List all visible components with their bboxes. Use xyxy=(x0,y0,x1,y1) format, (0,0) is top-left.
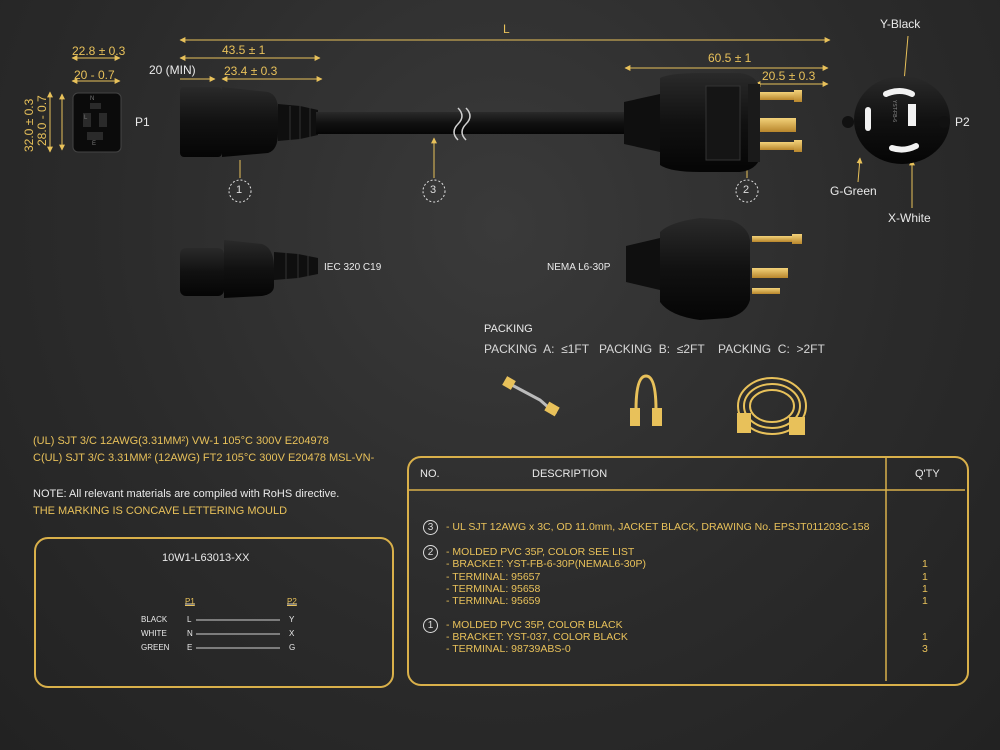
callout-3-circle xyxy=(422,179,446,203)
table-row: - TERMINAL: 95658 xyxy=(446,583,541,595)
packing-title: PACKING xyxy=(484,323,533,335)
table-qty: 1 xyxy=(922,631,928,643)
p2-plug-face xyxy=(842,76,950,164)
table-header-desc: DESCRIPTION xyxy=(532,468,608,480)
note-rohs: NOTE: All relevant materials are compile… xyxy=(33,488,340,500)
packing-a-icon xyxy=(502,376,560,417)
p1-pin-e: E xyxy=(92,141,97,147)
cable-top xyxy=(316,107,626,141)
dim-plug-length: 60.5 ± 1 xyxy=(708,51,752,65)
spec-cul: C(UL) SJT 3/C 3.31MM² (12AWG) FT2 105°C … xyxy=(33,452,375,464)
label-y-black: Y-Black xyxy=(880,17,921,31)
wiring-p1-n: N xyxy=(187,629,193,638)
wiring-model: 10W1-L63013-XX xyxy=(162,552,250,564)
callout-3: 3 xyxy=(430,184,437,196)
label-x-white: X-White xyxy=(888,211,931,225)
table-qty: 1 xyxy=(922,571,928,583)
p1-pin-l: L xyxy=(84,115,88,121)
packing-a: PACKING A: ≤1FT xyxy=(484,342,590,356)
table-row: - MOLDED PVC 35P, COLOR BLACK xyxy=(446,619,623,631)
dim-p1-inner-height: 28.0 - 0.7 xyxy=(35,95,49,146)
dim-L: L xyxy=(503,22,510,36)
callout-1: 1 xyxy=(236,184,243,196)
table-row: - UL SJT 12AWG x 3C, OD 11.0mm, JACKET B… xyxy=(446,521,870,533)
dim-connector-length: 43.5 ± 1 xyxy=(222,43,266,57)
label-g-green: G-Green xyxy=(830,184,877,198)
table-header-no: NO. xyxy=(420,468,440,480)
wiring-p2-header: P2 xyxy=(287,597,297,606)
wiring-p2-g: G xyxy=(289,643,296,652)
dim-blade-length: 20.5 ± 0.3 xyxy=(762,69,816,83)
table-row: - MOLDED PVC 35P, COLOR SEE LIST xyxy=(446,546,635,558)
table-qty: 3 xyxy=(922,643,928,655)
label-iec-c19: IEC 320 C19 xyxy=(324,262,382,273)
table-qty: 1 xyxy=(922,558,928,570)
wiring-color-white: WHITE xyxy=(141,629,167,638)
dim-p1-width: 22.8 ± 0.3 xyxy=(72,44,126,58)
table-row: - TERMINAL: 98739ABS-0 xyxy=(446,643,571,655)
wiring-p1-header: P1 xyxy=(185,597,195,606)
p1-pin-n: N xyxy=(90,96,95,102)
table-row: - TERMINAL: 95657 xyxy=(446,571,541,583)
wiring-color-black: BLACK xyxy=(141,615,168,624)
table-header-qty: Q'TY xyxy=(915,468,940,480)
packing-b: PACKING B: ≤2FT xyxy=(599,342,705,356)
wiring-p2-x: X xyxy=(289,629,295,638)
wiring-p1-e: E xyxy=(187,643,193,652)
table-qty: 1 xyxy=(922,595,928,607)
table-row: - BRACKET: YST-FB-6-30P(NEMAL6-30P) xyxy=(446,558,646,570)
dim-p1-inner-width: 20 - 0.7 xyxy=(74,68,115,82)
iec-c19-connector-top xyxy=(180,87,318,157)
callout-2-circle xyxy=(735,179,759,203)
table-row: - BRACKET: YST-037, COLOR BLACK xyxy=(446,631,628,643)
table-item-no-3: 3 xyxy=(423,520,438,535)
nema-plug-top xyxy=(624,73,802,172)
callout-2: 2 xyxy=(743,184,750,196)
note-marking: THE MARKING IS CONCAVE LETTERING MOULD xyxy=(33,505,288,517)
table-item-no-1: 1 xyxy=(423,618,438,633)
plug-face-text: YST-FB-6 xyxy=(890,100,897,122)
wiring-p1-l: L xyxy=(187,615,192,624)
label-p1: P1 xyxy=(135,115,150,129)
wiring-color-green: GREEN xyxy=(141,643,170,652)
dim-min: 20 (MIN) xyxy=(149,63,196,77)
dim-p1-height: 32.0 ± 0.3 xyxy=(22,98,36,152)
packing-b-icon xyxy=(630,374,662,426)
packing-c: PACKING C: >2FT xyxy=(718,342,825,356)
p1-socket-face xyxy=(72,92,122,153)
label-nema-l6-30p: NEMA L6-30P xyxy=(547,262,611,273)
nema-plug-side xyxy=(626,218,802,320)
wiring-p2-y: Y xyxy=(289,615,295,624)
table-row: - TERMINAL: 95659 xyxy=(446,595,541,607)
wiring-panel xyxy=(34,537,394,688)
dim-body-length: 23.4 ± 0.3 xyxy=(224,64,278,78)
spec-ul: (UL) SJT 3/C 12AWG(3.31MM²) VW-1 105°C 3… xyxy=(33,435,329,447)
label-p2: P2 xyxy=(955,115,970,129)
packing-c-icon xyxy=(737,377,807,435)
table-item-no-2: 2 xyxy=(423,545,438,560)
iec-c19-connector-side xyxy=(180,240,318,298)
bom-table xyxy=(407,456,969,686)
table-qty: 1 xyxy=(922,583,928,595)
callout-1-circle xyxy=(228,179,252,203)
